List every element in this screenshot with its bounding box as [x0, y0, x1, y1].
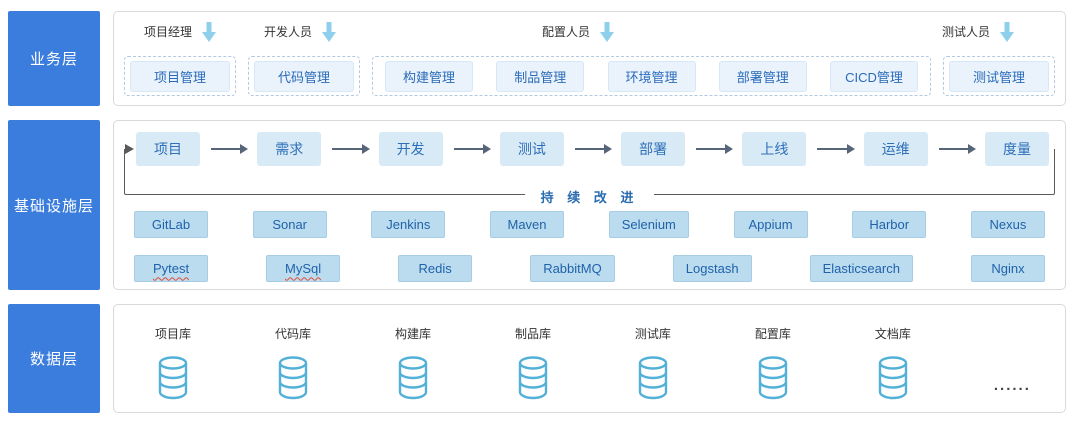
- stage-operations: 运维: [863, 132, 928, 167]
- db-code: 代码库: [274, 325, 312, 401]
- stage-deployment: 部署: [621, 132, 686, 167]
- role-label: 测试人员: [942, 25, 991, 39]
- module-group-test: 测试管理: [943, 56, 1055, 96]
- tool-jenkins: Jenkins: [371, 211, 446, 239]
- role-developer: 开发人员: [264, 22, 337, 42]
- tool-selenium: Selenium: [608, 211, 689, 239]
- down-arrow-icon: [1000, 22, 1015, 42]
- db-project: 项目库: [154, 325, 192, 401]
- down-arrow-icon: [202, 22, 217, 42]
- roles-row: 项目经理 开发人员 配置人员 测试人员: [124, 22, 1055, 52]
- tool-gitlab: GitLab: [134, 211, 208, 239]
- db-label: 制品库: [514, 326, 551, 341]
- database-icon: [874, 355, 912, 401]
- more-databases-ellipsis: ......: [993, 376, 1031, 394]
- tool-maven: Maven: [490, 211, 565, 239]
- stage-requirements: 需求: [257, 132, 322, 167]
- module-project-management: 项目管理: [130, 60, 230, 92]
- tools-row-2: Pytest MySql Redis RabbitMQ Logstash Ela…: [134, 255, 1045, 283]
- tool-pytest: Pytest: [134, 255, 208, 283]
- down-arrow-icon: [322, 22, 337, 42]
- stage-metrics: 度量: [984, 132, 1049, 167]
- tools-row-1: GitLab Sonar Jenkins Maven Selenium Appi…: [134, 211, 1045, 239]
- role-label: 配置人员: [542, 25, 591, 39]
- infrastructure-layer-row: 基础设施层 项目 需求 开发 测试 部署 上线 运维 度量 持 续: [8, 120, 1066, 290]
- down-arrow-icon: [600, 22, 615, 42]
- data-layer-row: 数据层 项目库 代码库 构建库: [8, 303, 1066, 413]
- database-icon: [154, 355, 192, 401]
- role-project-manager: 项目经理: [144, 22, 217, 42]
- role-label: 项目经理: [144, 25, 193, 39]
- tool-nexus: Nexus: [970, 211, 1045, 239]
- db-label: 构建库: [394, 326, 431, 341]
- db-config: 配置库: [754, 325, 792, 401]
- right-arrow-icon: [453, 144, 492, 155]
- role-label: 开发人员: [264, 25, 313, 39]
- tool-appium: Appium: [733, 211, 808, 239]
- database-icon: [394, 355, 432, 401]
- right-arrow-icon: [574, 144, 613, 155]
- role-configuration: 配置人员: [542, 22, 615, 42]
- right-arrow-icon: [696, 144, 734, 155]
- stage-launch: 上线: [742, 132, 807, 167]
- business-layer-panel: 项目经理 开发人员 配置人员 测试人员 项目管理: [113, 11, 1066, 107]
- right-arrow-icon: [332, 144, 370, 155]
- module-group-cicd: 构建管理 制品管理 环境管理 部署管理 CICD管理: [372, 56, 931, 96]
- tool-logstash: Logstash: [672, 255, 752, 283]
- database-icon: [634, 355, 672, 401]
- tool-elasticsearch: Elasticsearch: [809, 255, 913, 283]
- modules-row: 项目管理 代码管理 构建管理 制品管理 环境管理 部署管理 CICD管理 测试管…: [124, 56, 1055, 96]
- database-icon: [274, 355, 312, 401]
- role-tester: 测试人员: [942, 22, 1015, 42]
- database-icon: [754, 355, 792, 401]
- databases-row: 项目库 代码库 构建库: [114, 305, 1065, 401]
- right-arrow-icon: [817, 144, 855, 155]
- stage-development: 开发: [378, 132, 443, 167]
- infrastructure-layer-panel: 项目 需求 开发 测试 部署 上线 运维 度量 持 续 改 进 GitLab: [113, 120, 1066, 290]
- tool-harbor: Harbor: [852, 211, 927, 239]
- module-artifact-management: 制品管理: [496, 60, 585, 92]
- tool-sonar: Sonar: [252, 211, 327, 239]
- tool-rabbitmq: RabbitMQ: [530, 255, 615, 283]
- infrastructure-layer-label: 基础设施层: [8, 120, 100, 290]
- db-build: 构建库: [394, 325, 432, 401]
- db-label: 项目库: [154, 326, 191, 341]
- data-layer-label: 数据层: [8, 303, 100, 413]
- module-group-project: 项目管理: [124, 56, 236, 96]
- right-arrow-icon: [938, 144, 977, 155]
- loop-arrowhead-icon: [125, 144, 134, 155]
- module-group-code: 代码管理: [248, 56, 360, 96]
- module-build-management: 构建管理: [385, 60, 473, 92]
- tool-nginx: Nginx: [970, 255, 1045, 283]
- data-layer-panel: 项目库 代码库 构建库: [113, 303, 1066, 413]
- business-layer-row: 业务层 项目经理 开发人员 配置人员 测试人员: [8, 11, 1066, 107]
- db-label: 配置库: [754, 326, 791, 341]
- pipeline-row: 项目 需求 开发 测试 部署 上线 运维 度量: [136, 132, 1049, 167]
- db-test: 测试库: [634, 325, 672, 401]
- module-deployment-management: 部署管理: [718, 60, 807, 92]
- module-code-management: 代码管理: [254, 60, 354, 92]
- stage-project: 项目: [136, 132, 200, 167]
- right-arrow-icon: [211, 144, 249, 155]
- db-label: 测试库: [634, 326, 671, 341]
- db-label: 文档库: [874, 326, 911, 341]
- tool-mysql: MySql: [266, 255, 341, 283]
- stage-testing: 测试: [499, 132, 564, 167]
- db-document: 文档库: [874, 325, 912, 401]
- db-artifact: 制品库: [514, 325, 552, 401]
- db-label: 代码库: [274, 326, 311, 341]
- business-layer-label: 业务层: [8, 11, 100, 107]
- database-icon: [514, 355, 552, 401]
- tool-redis: Redis: [398, 255, 473, 283]
- module-environment-management: 环境管理: [607, 60, 696, 92]
- module-cicd-management: CICD管理: [830, 60, 918, 92]
- continuous-improvement-label: 持 续 改 进: [524, 187, 655, 207]
- module-test-management: 测试管理: [949, 60, 1049, 92]
